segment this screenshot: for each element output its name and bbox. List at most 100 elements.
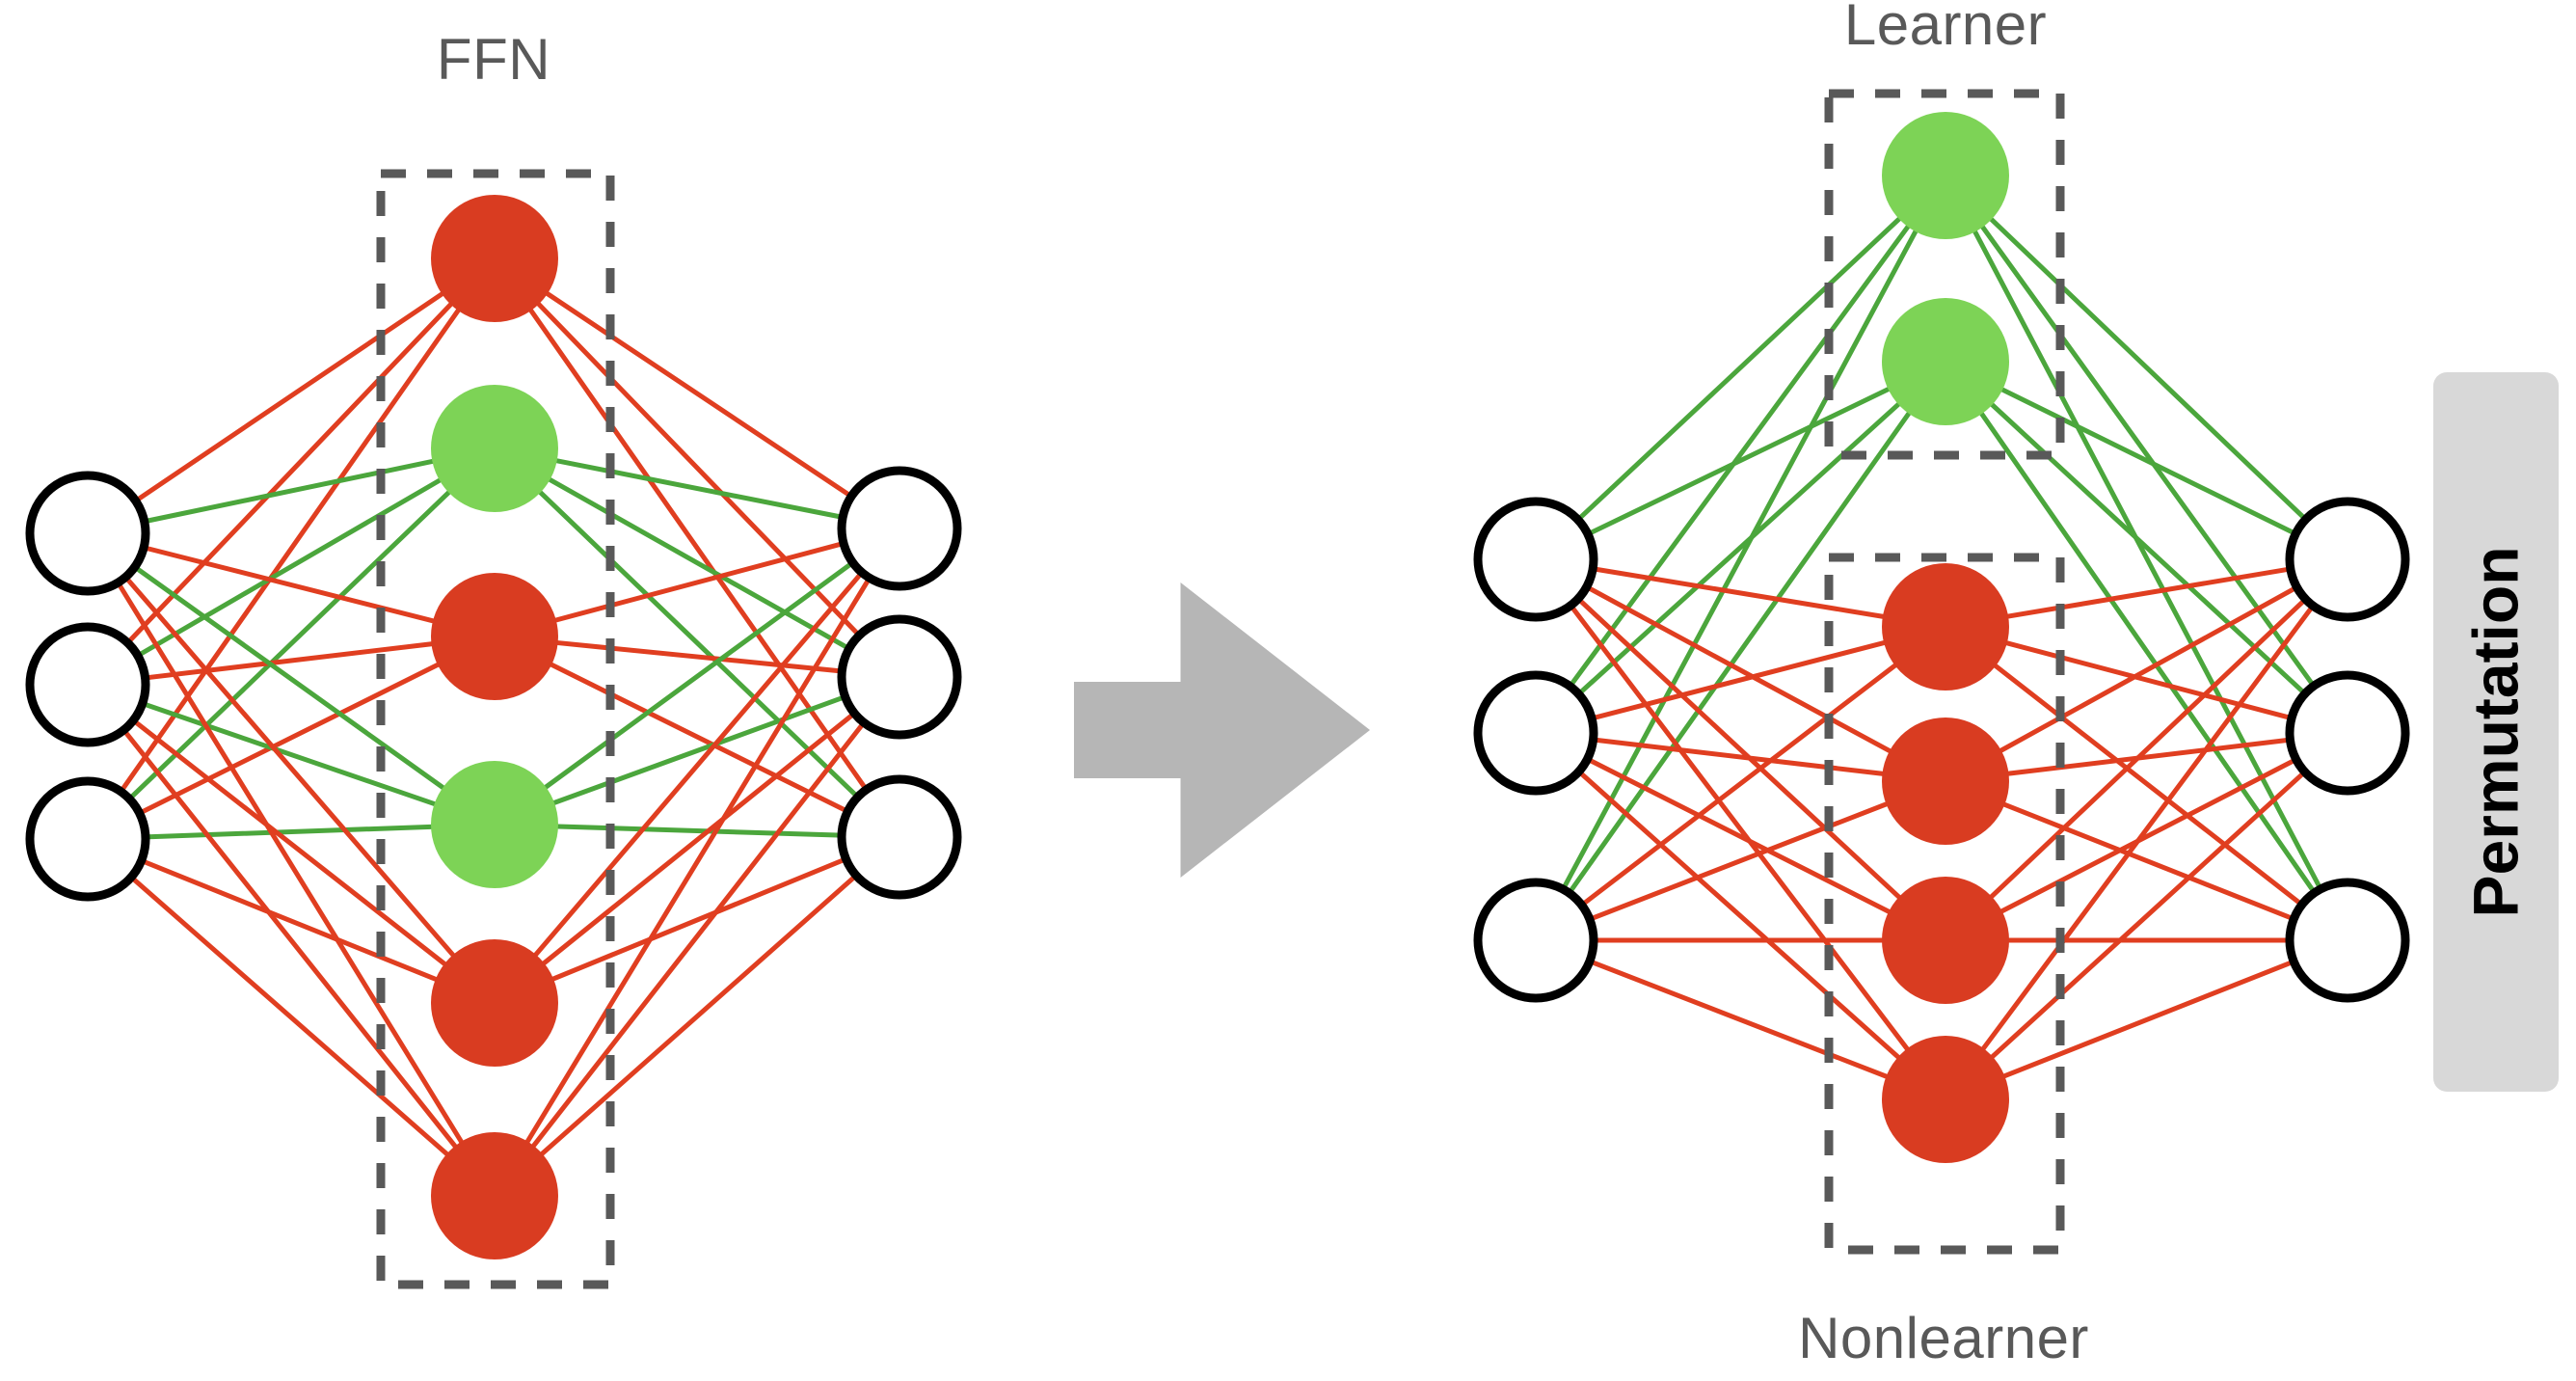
- hidden-node-nonlearner-0: [431, 195, 558, 322]
- edge-hidden-1-output-0: [554, 458, 845, 520]
- hidden-node-nonlearner-5: [1882, 1036, 2009, 1163]
- edge-hidden-4-output-2: [550, 856, 848, 982]
- edge-hidden-2-output-1: [2004, 640, 2294, 721]
- group-label-learner: Learner: [1843, 0, 2048, 57]
- output-node-1: [2285, 670, 2410, 796]
- dashed-box-group-after: [1824, 89, 2065, 1255]
- edge-hidden-4-output-1: [1999, 756, 2299, 914]
- edge-input-1-hidden-5: [1576, 769, 1901, 1060]
- input-node-1: [25, 622, 150, 747]
- edge-hidden-3-output-0: [1999, 584, 2299, 753]
- hidden-node-learner-1: [431, 385, 558, 512]
- edge-input-0-hidden-1: [142, 458, 435, 525]
- edge-hidden-4-output-1: [541, 711, 857, 966]
- edge-hidden-0-output-0: [545, 291, 854, 500]
- edge-input-0-hidden-2: [141, 545, 436, 624]
- edge-group-after: [1560, 216, 2323, 1079]
- edge-hidden-0-output-0: [1989, 217, 2309, 523]
- output-node-0: [837, 466, 962, 591]
- edge-input-1-hidden-2: [1589, 640, 1887, 721]
- edge-input-1-hidden-2: [143, 641, 434, 681]
- dashed-group-box-ffn: [376, 169, 615, 1289]
- hidden-node-nonlearner-3: [1882, 718, 2009, 845]
- edge-input-2-hidden-0: [118, 308, 461, 795]
- dashed-group-box-learner: [1824, 89, 2065, 460]
- edge-input-0-hidden-0: [1575, 216, 1902, 523]
- edge-input-1-hidden-0: [124, 302, 453, 646]
- edge-hidden-1-output-1: [547, 476, 852, 652]
- edge-input-0-hidden-4: [122, 574, 456, 958]
- edge-input-2-hidden-4: [139, 857, 439, 982]
- dashed-group-box-nonlearner: [1824, 553, 2065, 1255]
- input-node-0: [25, 471, 150, 596]
- edge-hidden-5-output-0: [1980, 603, 2316, 1051]
- edge-input-2-hidden-3: [1587, 801, 1889, 922]
- edge-hidden-5-output-2: [2001, 959, 2296, 1079]
- hidden-node-learner-3: [431, 761, 558, 888]
- edge-input-0-hidden-4: [1575, 596, 1902, 900]
- permutation-label-wrap: Permutation: [2433, 372, 2559, 1092]
- edge-hidden-3-output-1: [551, 694, 848, 805]
- hidden-node-learner-0: [1882, 112, 2009, 239]
- hidden-node-nonlearner-5: [431, 1132, 558, 1259]
- edge-input-2-hidden-3: [143, 824, 434, 840]
- hidden-node-learner-1: [1882, 298, 2009, 425]
- group-label-nonlearner: Nonlearner: [1798, 1306, 2089, 1370]
- hidden-node-nonlearner-2: [431, 573, 558, 700]
- edge-hidden-5-output-1: [531, 719, 867, 1149]
- permutation-label: Permutation: [2460, 546, 2533, 918]
- edge-hidden-3-output-0: [543, 559, 856, 790]
- edge-hidden-0-output-1: [536, 301, 862, 638]
- edge-input-2-hidden-2: [137, 662, 441, 816]
- right-arrow-icon: [1074, 582, 1370, 878]
- input-node-1: [1473, 670, 1598, 796]
- edge-hidden-2-output-0: [2005, 566, 2294, 619]
- edge-hidden-5-output-0: [524, 575, 872, 1145]
- edge-input-0-hidden-2: [1590, 566, 1886, 619]
- edge-input-0-hidden-5: [1568, 603, 1910, 1051]
- edge-hidden-2-output-1: [555, 640, 845, 674]
- edge-input-1-hidden-3: [1591, 737, 1885, 776]
- edge-hidden-2-output-0: [553, 540, 846, 623]
- edge-input-0-hidden-1: [1585, 387, 1892, 537]
- edge-input-0-hidden-0: [133, 291, 444, 503]
- edge-input-1-hidden-5: [121, 727, 458, 1149]
- edge-input-2-hidden-0: [1560, 229, 1919, 892]
- edge-input-0-hidden-3: [132, 564, 445, 791]
- input-node-0: [1473, 497, 1598, 622]
- output-node-2: [837, 774, 962, 900]
- hidden-node-nonlearner-4: [1882, 877, 2009, 1004]
- output-node-1: [837, 614, 962, 740]
- edge-input-1-hidden-4: [130, 718, 447, 966]
- edge-hidden-3-output-2: [555, 824, 845, 838]
- edge-hidden-5-output-1: [1990, 769, 2308, 1060]
- edge-hidden-3-output-2: [2001, 801, 2296, 922]
- node-group-after: [1473, 112, 2410, 1163]
- edge-hidden-4-output-0: [1989, 596, 2308, 900]
- dashed-box-group-before: [376, 169, 615, 1289]
- hidden-node-nonlearner-2: [1882, 563, 2009, 690]
- edge-input-1-hidden-3: [140, 700, 438, 807]
- edge-hidden-4-output-0: [533, 570, 865, 958]
- hidden-node-nonlearner-4: [431, 939, 558, 1067]
- edge-hidden-1-output-2: [538, 490, 861, 799]
- edge-hidden-2-output-2: [1993, 663, 2305, 907]
- edge-group-before: [115, 291, 872, 1156]
- edge-hidden-2-output-2: [549, 662, 850, 814]
- node-group-before: [25, 195, 962, 1259]
- output-node-0: [2285, 497, 2410, 622]
- output-node-2: [2285, 878, 2410, 1003]
- edge-input-2-hidden-5: [1587, 959, 1889, 1079]
- edge-hidden-1-output-0: [1999, 387, 2298, 537]
- edge-input-0-hidden-3: [1584, 584, 1892, 754]
- edge-input-2-hidden-1: [126, 490, 451, 801]
- edge-input-1-hidden-1: [135, 477, 443, 659]
- permutation-callout-box: [2433, 372, 2559, 1092]
- edge-hidden-3-output-1: [2006, 737, 2293, 776]
- edge-input-2-hidden-2: [1579, 663, 1898, 908]
- edge-input-2-hidden-5: [128, 875, 449, 1156]
- edge-hidden-5-output-2: [539, 873, 859, 1156]
- input-node-2: [1473, 878, 1598, 1003]
